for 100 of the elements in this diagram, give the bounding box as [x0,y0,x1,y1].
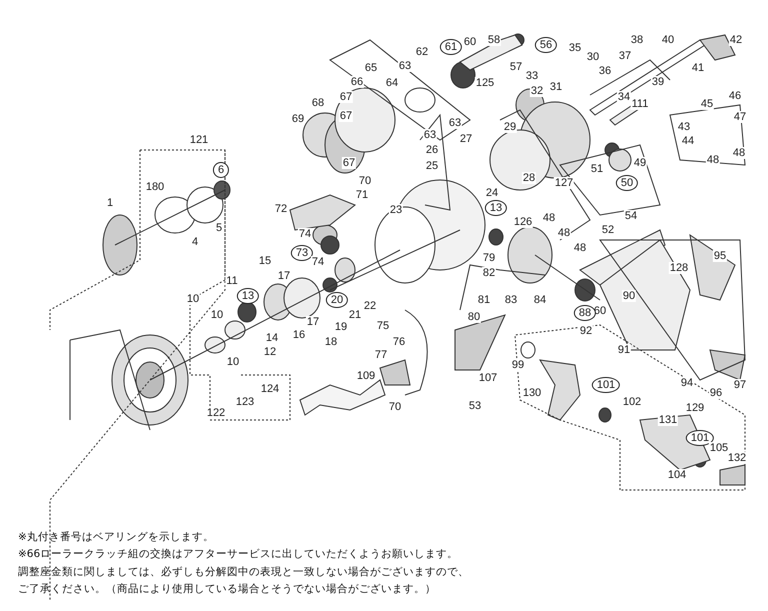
callout-number: 32 [530,85,544,97]
callout-number: 63 [398,60,412,72]
callout-number: 130 [522,387,542,399]
callout-number: 35 [568,42,582,54]
callout-number: 123 [234,396,256,408]
callout-number: 67 [338,110,354,122]
callout-number: 63 [448,117,462,129]
callout-number: 18 [324,336,338,348]
callout-number: 38 [630,34,644,46]
callout-number: 66 [350,76,364,88]
callout-number: 104 [666,469,688,481]
callout-number: 1 [106,197,114,209]
callout-number: 27 [458,133,474,145]
callout-number: 65 [364,62,378,74]
callout-number: 74 [310,256,326,268]
callout-number: 92 [578,325,594,337]
bearing-callout-number: 6 [212,162,230,178]
callout-number: 94 [680,377,694,389]
callout-number: 68 [310,97,326,109]
callout-number: 30 [586,51,600,63]
callout-number: 64 [384,77,400,89]
callout-number: 79 [482,252,496,264]
callout-number: 29 [502,121,518,133]
bearing-callout-number: 56 [534,37,558,53]
callout-number: 102 [622,396,642,408]
callout-number: 47 [732,111,748,123]
callout-number: 25 [424,160,440,172]
callout-number: 48 [706,154,720,166]
callout-number: 96 [708,387,724,399]
callout-number: 48 [732,147,746,159]
callout-number: 52 [600,224,616,236]
callout-number: 11 [225,275,239,287]
callout-number: 46 [728,90,742,102]
callout-number: 84 [532,294,548,306]
callout-number: 105 [708,442,730,454]
callout-number: 54 [624,210,638,222]
callout-number: 63 [422,129,438,141]
callout-number: 48 [556,227,572,239]
callout-number: 48 [572,242,588,254]
callout-number: 82 [482,267,496,279]
callout-number: 180 [144,181,166,193]
callout-number: 80 [466,311,482,323]
callout-number: 74 [298,228,312,240]
note-text: ※66ローラークラッチ組の交換はアフターサービスに出していただくようお願いします。 [18,548,458,561]
callout-number: 39 [650,76,666,88]
callout-number: 71 [354,189,370,201]
callout-number: 10 [186,293,200,305]
callout-number: 109 [356,370,376,382]
callout-number: 16 [292,329,306,341]
bearing-callout-number: 13 [484,200,508,216]
callout-number: 67 [342,157,356,169]
bearing-callout-number: 13 [236,288,260,304]
callout-number: 111 [630,98,650,110]
callout-number: 81 [476,294,492,306]
callout-number: 36 [598,65,612,77]
callout-number: 49 [632,157,648,169]
callout-number: 67 [338,91,354,103]
callout-number: 34 [616,91,632,103]
callout-number: 83 [504,294,518,306]
callout-number: 77 [374,349,388,361]
callout-number: 131 [658,414,678,426]
callout-number: 69 [290,113,306,125]
callout-number: 12 [262,346,278,358]
callout-number: 90 [622,290,636,302]
bearing-callout-number: 50 [616,175,638,191]
callout-number: 122 [206,407,226,419]
callout-number: 129 [684,402,706,414]
callout-number: 72 [274,203,288,215]
callout-number: 127 [554,177,574,189]
callout-number: 19 [334,321,348,333]
callout-number: 107 [478,372,498,384]
note-text: ※丸付き番号はベアリングを示します。 [18,531,214,544]
callout-number: 41 [690,62,706,74]
callout-number: 44 [680,135,696,147]
callout-number: 15 [258,255,272,267]
callout-number: 125 [474,77,496,89]
callout-number: 42 [728,34,744,46]
callout-number: 43 [676,121,692,133]
bearing-callout-number: 61 [440,39,462,55]
callout-number: 53 [468,400,482,412]
bearing-callout-number: 20 [326,292,348,308]
callout-number: 40 [660,34,676,46]
callout-number: 132 [726,452,748,464]
callout-number: 126 [512,216,534,228]
callout-number: 17 [276,270,292,282]
callout-number: 17 [306,316,320,328]
callout-number: 76 [392,336,406,348]
callout-number: 91 [616,344,632,356]
callout-number: 23 [388,204,404,216]
callout-number: 70 [388,401,402,413]
callout-number: 14 [264,332,280,344]
callout-number: 26 [424,144,440,156]
note-text: 調整座金類に関しましては、必ずしも分解図中の表現と一致しない場合がございますので、 [18,566,469,579]
callout-number: 21 [348,309,362,321]
callout-number: 124 [260,383,280,395]
callout-number: 97 [732,379,748,391]
note-text: ご了承ください。（商品により使用している場合とそうでない場合がございます。） [18,583,436,596]
callout-number: 70 [358,175,372,187]
callout-number: 33 [524,70,540,82]
callout-number: 128 [668,262,690,274]
